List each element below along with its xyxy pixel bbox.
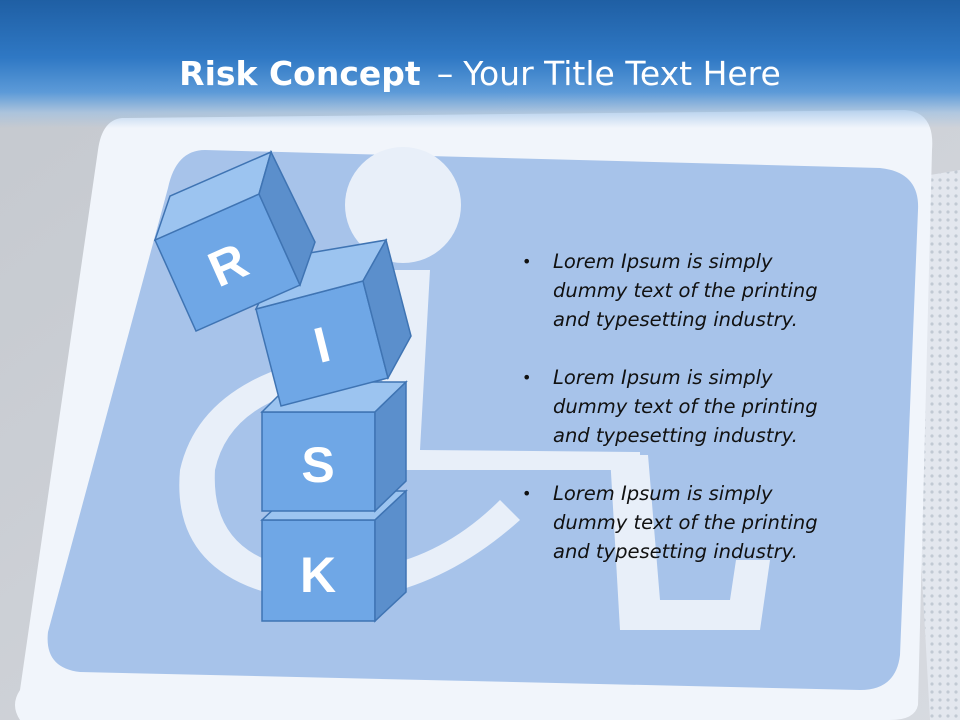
title-separator: –: [436, 54, 454, 93]
bullet-marker: •: [522, 252, 532, 271]
header-banner: [0, 0, 960, 128]
cube-letter-s: S: [301, 437, 334, 493]
cube-r: R: [153, 149, 316, 332]
cube-letter-k: K: [300, 547, 336, 603]
title-bold-text: Risk Concept: [179, 54, 421, 93]
bullet-item: • Lorem Ipsum is simply dummy text of th…: [522, 247, 852, 334]
slide-title: Risk Concept–Your Title Text Here: [0, 52, 960, 96]
bullet-marker: •: [522, 484, 532, 503]
bullet-text: Lorem Ipsum is simply dummy text of the …: [553, 482, 818, 563]
bullet-list: • Lorem Ipsum is simply dummy text of th…: [522, 247, 852, 595]
bullet-item: • Lorem Ipsum is simply dummy text of th…: [522, 363, 852, 450]
bullet-text: Lorem Ipsum is simply dummy text of the …: [553, 366, 818, 447]
cube-s: S: [260, 380, 408, 513]
title-rest-text: Your Title Text Here: [463, 54, 781, 93]
bullet-item: • Lorem Ipsum is simply dummy text of th…: [522, 479, 852, 566]
bullet-text: Lorem Ipsum is simply dummy text of the …: [553, 250, 818, 331]
bullet-marker: •: [522, 368, 532, 387]
